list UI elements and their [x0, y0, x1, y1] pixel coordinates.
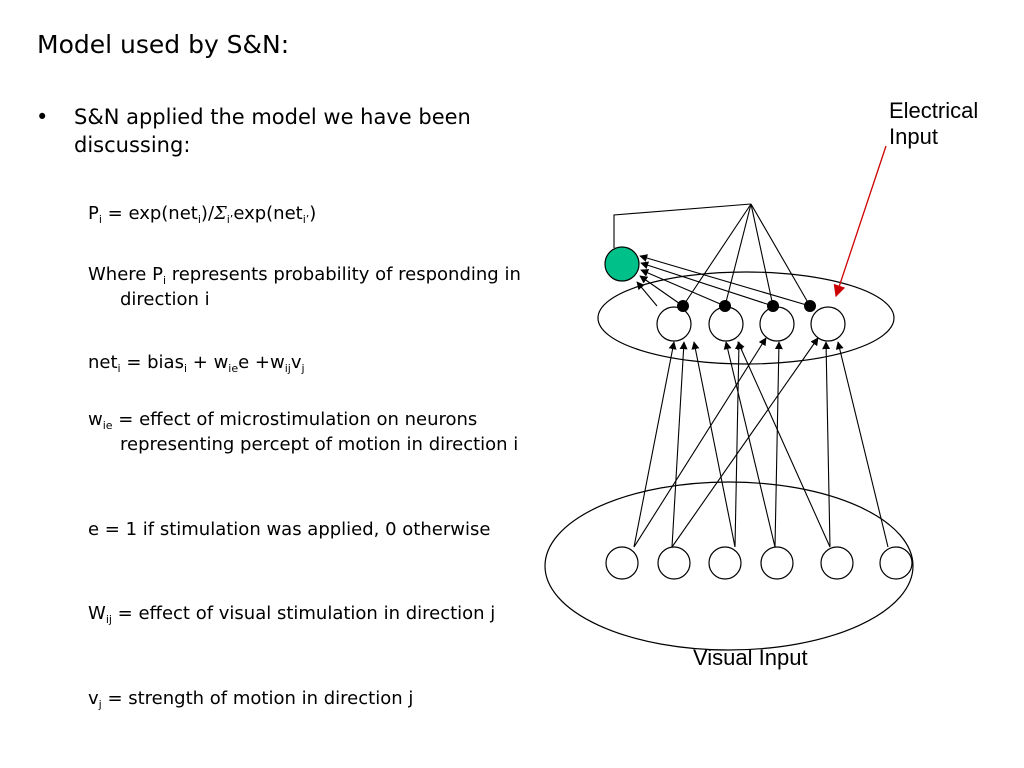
net-equation: neti = biasi + wiee +wijvj — [88, 352, 305, 375]
junction-dot — [719, 300, 731, 312]
input-node — [708, 546, 742, 580]
hidden-node — [759, 306, 795, 342]
bullet-text: S&N applied the model we have been discu… — [74, 105, 471, 157]
upper-layer-ellipse — [597, 271, 895, 365]
page-title: Model used by S&N: — [37, 30, 290, 59]
hidden-node — [708, 306, 744, 342]
hidden-node — [656, 306, 692, 342]
input-node — [760, 546, 794, 580]
visual-connections — [633, 337, 889, 548]
e-definition: e = 1 if stimulation was applied, 0 othe… — [88, 519, 491, 540]
output-connections — [636, 254, 811, 307]
junction-dot — [677, 300, 689, 312]
top-connections — [613, 203, 811, 307]
bullet-point: • S&N applied the model we have been dis… — [36, 103, 506, 159]
electrical-input-arrow — [833, 145, 887, 298]
input-node — [879, 546, 913, 580]
junction-dot — [804, 300, 816, 312]
probability-definition: Where Pi represents probability of respo… — [88, 264, 521, 310]
hidden-node — [810, 306, 846, 342]
vj-definition: vj = strength of motion in direction j — [88, 688, 414, 711]
probability-equation: Pi = exp(neti)/Σi’exp(neti’) — [88, 203, 317, 226]
wie-definition: wie = effect of microstimulation on neur… — [88, 409, 519, 455]
electrical-input-label: Electrical Input — [889, 98, 979, 149]
bullet-symbol: • — [36, 105, 49, 129]
input-node — [657, 546, 691, 580]
lower-layer-ellipse — [544, 481, 914, 651]
input-node — [820, 546, 854, 580]
wij-definition: Wij = effect of visual stimulation in di… — [88, 603, 496, 626]
junction-dot — [767, 300, 779, 312]
input-node — [605, 546, 639, 580]
output-node — [604, 246, 640, 282]
